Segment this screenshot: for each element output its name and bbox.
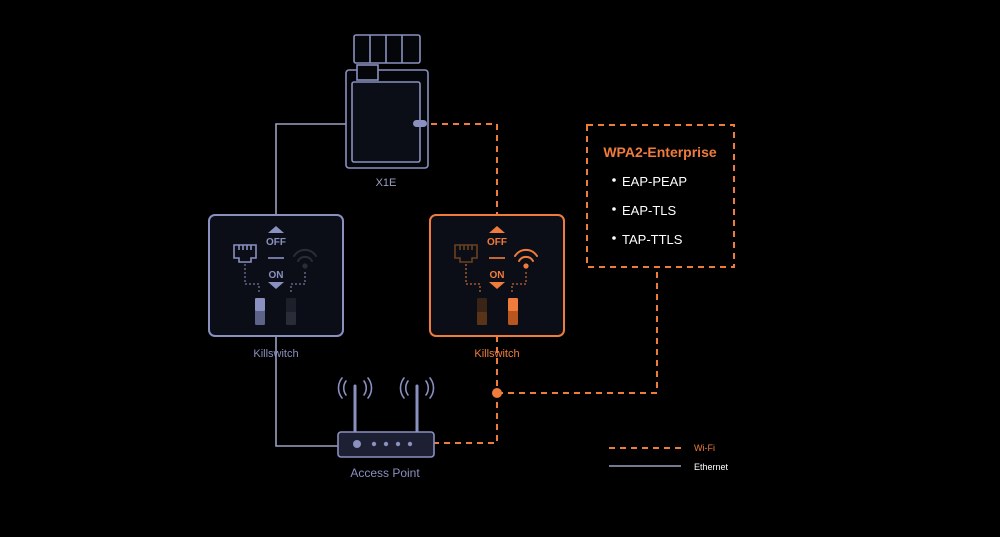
killswitch-wifi-label: Killswitch <box>474 348 519 360</box>
bullet-icon <box>612 178 616 182</box>
killswitch-ethernet-off-label: OFF <box>266 237 286 248</box>
killswitch-wifi-panel: OFF ON <box>429 214 565 337</box>
off-arrow-up-icon <box>489 226 505 233</box>
ethernet-line-device-to-killswitch <box>275 123 346 215</box>
wifi-connections <box>420 123 735 444</box>
ethernet-port-icon <box>233 244 257 263</box>
bullet-icon <box>612 207 616 211</box>
wifi-line-to-security-box <box>497 268 658 394</box>
device-x1e <box>345 34 429 169</box>
ethernet-connections <box>275 123 346 447</box>
security-box-border <box>586 124 735 268</box>
on-arrow-down-icon <box>268 282 284 289</box>
security-title: WPA2-Enterprise <box>603 144 717 160</box>
security-box: WPA2-Enterprise EAP-PEAP EAP-TLS TAP-TTL… <box>603 144 717 247</box>
ethernet-toggle-switch[interactable] <box>477 298 487 325</box>
device-label: X1E <box>376 177 397 189</box>
wifi-icon <box>514 249 538 269</box>
ethernet-line-killswitch-to-ap <box>275 336 338 447</box>
router-icon <box>337 377 435 458</box>
legend-wifi-label: Wi-Fi <box>694 443 715 453</box>
wifi-toggle-switch[interactable] <box>286 298 296 325</box>
ethernet-port-icon <box>454 244 478 263</box>
keyboard-tablet-icon <box>345 34 429 169</box>
wifi-line-device-to-killswitch <box>420 123 498 215</box>
wifi-toggle-switch[interactable] <box>508 298 518 325</box>
killswitch-ethernet-on-label: ON <box>269 270 284 281</box>
ethernet-toggle-switch[interactable] <box>255 298 265 325</box>
security-method-1: EAP-PEAP <box>622 174 687 189</box>
switch-indicator-lines <box>465 264 527 293</box>
wifi-line-killswitch-to-ap <box>434 336 498 444</box>
legend: Wi-Fi Ethernet <box>609 443 729 472</box>
wifi-icon <box>293 249 317 269</box>
switch-indicator-lines <box>244 264 306 293</box>
security-method-3: TAP-TTLS <box>622 232 683 247</box>
access-point <box>337 377 435 458</box>
killswitch-wifi-on-label: ON <box>490 270 505 281</box>
legend-ethernet-label: Ethernet <box>694 462 729 472</box>
killswitch-ethernet-label: Killswitch <box>253 348 298 360</box>
killswitch-ethernet-panel: OFF ON <box>208 214 344 337</box>
wifi-junction-dot <box>492 388 502 398</box>
killswitch-wifi-off-label: OFF <box>487 237 507 248</box>
off-arrow-up-icon <box>268 226 284 233</box>
access-point-label: Access Point <box>350 466 420 480</box>
on-arrow-down-icon <box>489 282 505 289</box>
bullet-icon <box>612 236 616 240</box>
security-method-2: EAP-TLS <box>622 203 677 218</box>
